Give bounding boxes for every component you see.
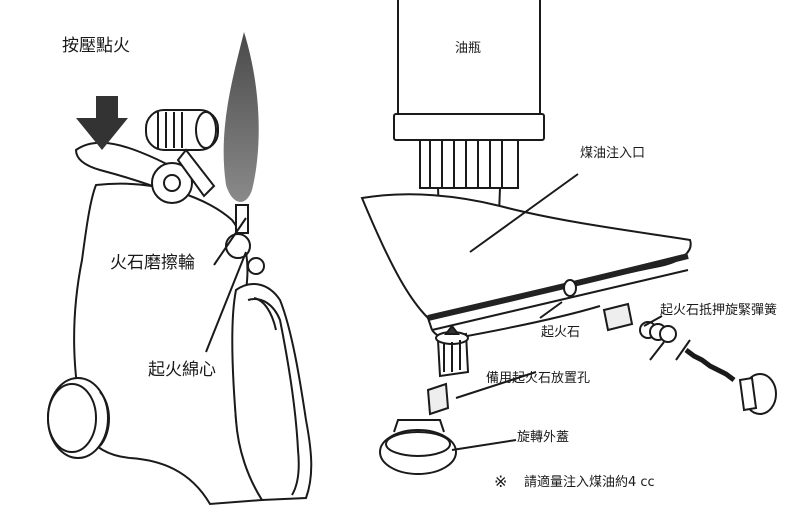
bottle-illustration: [360, 0, 777, 475]
note-mark: ※: [494, 472, 508, 491]
striker-wheel: [145, 109, 219, 198]
lighter-illustration: [47, 32, 313, 506]
fuel-inlet-label: 煤油注入口: [580, 146, 646, 161]
wick-tube: [235, 204, 249, 234]
flint-plug: [435, 324, 470, 378]
spring-label: 起火石抵押旋緊彈簧: [660, 303, 778, 318]
wick-screw: [225, 233, 251, 259]
fuel-bottle: [397, 0, 541, 115]
spare-flint: [426, 382, 450, 416]
screw-cap: [379, 419, 457, 475]
flint-label: 起火石: [541, 325, 581, 340]
fuel-note: 請適量注入煤油約4 cc: [524, 475, 655, 490]
flint-wheel-label: 火石磨擦輪: [110, 253, 195, 273]
press-ignite-label: 按壓點火: [62, 36, 130, 56]
lighter-base: [360, 193, 692, 320]
lid-panel: [231, 283, 313, 502]
wick-screw-2: [247, 257, 265, 275]
press-arrow: [76, 96, 128, 150]
wick-label: 起火綿心: [148, 360, 216, 380]
bottle-neck: [419, 139, 519, 189]
flame: [223, 32, 259, 202]
screw-cap-label: 旋轉外蓋: [517, 430, 570, 445]
flint-stone: [602, 302, 634, 332]
spring-coils: [639, 321, 777, 415]
spare-flint-hole-label: 備用起火石放置孔: [486, 371, 591, 386]
fuel-bottle-label: 油瓶: [455, 41, 482, 56]
